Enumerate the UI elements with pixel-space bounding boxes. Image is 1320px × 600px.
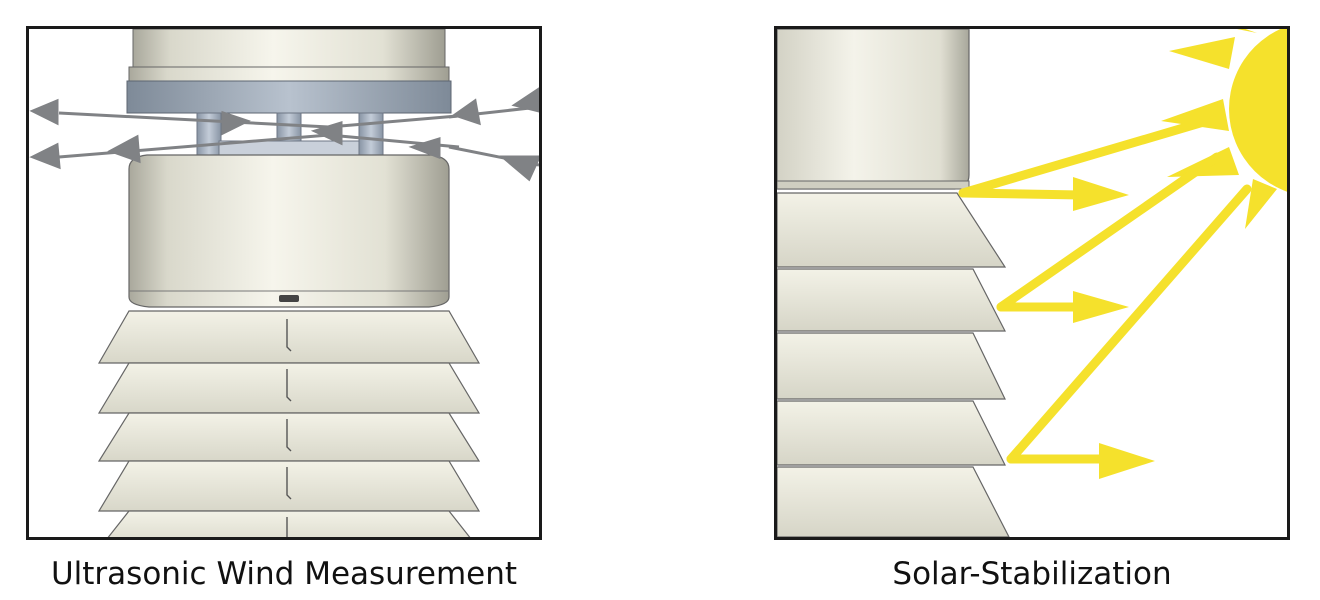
sensor-body-cutaway bbox=[777, 29, 970, 190]
wind-measurement-caption: Ultrasonic Wind Measurement bbox=[50, 556, 518, 592]
radiation-shield-louvers bbox=[97, 310, 481, 537]
solar-stabilization-caption: Solar-Stabilization bbox=[892, 556, 1172, 592]
sensor-top-cap bbox=[126, 29, 452, 114]
wind-measurement-illustration bbox=[29, 29, 539, 537]
ultrasonic-transducer-rods bbox=[196, 112, 384, 160]
wind-arrow-icon bbox=[29, 87, 539, 182]
wind-measurement-panel bbox=[26, 26, 542, 540]
sun-ray-arrow-icon bbox=[958, 116, 1252, 479]
solar-stabilization-panel bbox=[774, 26, 1290, 540]
sun-icon bbox=[1161, 29, 1287, 229]
sensor-main-body bbox=[128, 154, 450, 308]
solar-stabilization-illustration bbox=[777, 29, 1287, 537]
radiation-shield-louvers bbox=[777, 192, 1010, 537]
